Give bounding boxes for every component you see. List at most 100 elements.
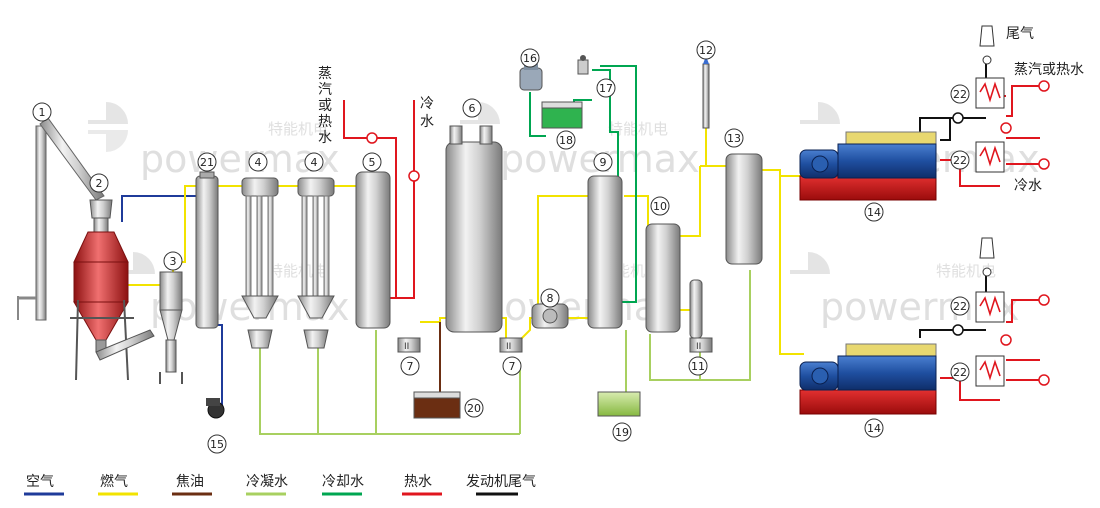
svg-text:10: 10 <box>653 200 667 213</box>
gas-blower <box>531 303 569 329</box>
vertical-label-cold-water: 冷 水 <box>420 96 434 130</box>
svg-text:II: II <box>696 342 701 352</box>
fine-filter-column <box>587 175 623 329</box>
number-bubble: 20 <box>464 398 484 418</box>
svg-text:12: 12 <box>699 44 713 57</box>
vent-stack <box>702 56 710 129</box>
spray-tower <box>195 171 219 329</box>
cooling-column <box>355 171 391 329</box>
svg-text:20: 20 <box>467 402 481 415</box>
hot-water-pipes <box>343 85 1040 401</box>
svg-text:1: 1 <box>39 106 46 119</box>
heat-exchanger-1 <box>975 77 1005 109</box>
watermark-cn: 特能机电 <box>268 120 328 138</box>
tar-tank <box>413 391 461 419</box>
svg-text:焦油: 焦油 <box>176 474 204 490</box>
gas-engine-generator-2 <box>799 343 937 415</box>
svg-text:22: 22 <box>953 366 967 379</box>
watermark-cn: 特能机电 <box>608 120 668 138</box>
number-bubble: 6 <box>462 98 482 118</box>
number-bubble: 18 <box>556 130 576 150</box>
gasifier <box>70 199 155 381</box>
legend-item-condensate: 冷凝水 <box>246 474 288 496</box>
number-bubble: 22 <box>950 296 970 316</box>
number-bubble: 8 <box>540 288 560 308</box>
pump-1: II <box>397 337 421 353</box>
svg-text:6: 6 <box>469 102 476 115</box>
svg-text:蒸: 蒸 <box>318 66 332 82</box>
number-bubble: 22 <box>950 362 970 382</box>
number-bubble: 12 <box>696 40 716 60</box>
feed-conveyor <box>17 117 105 321</box>
condenser-1 <box>241 177 279 349</box>
svg-text:II: II <box>506 342 511 352</box>
svg-text:3: 3 <box>170 255 177 268</box>
number-bubble: 11 <box>688 356 708 376</box>
number-bubble: 4 <box>304 152 324 172</box>
watermark-logo: powermax 特能机电 <box>88 102 340 181</box>
gas-buffer-tank <box>725 153 763 265</box>
number-bubble: 7 <box>400 356 420 376</box>
number-bubble: 4 <box>248 152 268 172</box>
number-bubble: 14 <box>864 418 884 438</box>
svg-text:18: 18 <box>559 134 573 147</box>
electrostatic-tar-precipitator <box>445 125 503 333</box>
svg-text:4: 4 <box>311 156 318 169</box>
number-bubble: 21 <box>197 152 217 172</box>
svg-text:发动机尾气: 发动机尾气 <box>466 474 536 490</box>
number-bubble: 1 <box>32 102 52 122</box>
svg-text:燃气: 燃气 <box>100 473 128 490</box>
vertical-label-steam: 蒸 汽 或 热 水 <box>318 66 332 146</box>
dehydrator-column <box>645 223 681 333</box>
legend-item-hot-water: 热水 <box>402 474 442 496</box>
svg-text:22: 22 <box>953 154 967 167</box>
number-bubble: 10 <box>650 196 670 216</box>
cyclone-separator <box>159 271 183 384</box>
svg-text:冷却水: 冷却水 <box>322 474 364 490</box>
number-bubble: 3 <box>163 251 183 271</box>
svg-text:16: 16 <box>523 52 537 65</box>
legend: 空气 燃气 焦油 冷凝水 冷却水 热水 发动机尾气 <box>24 473 536 496</box>
svg-text:5: 5 <box>369 156 376 169</box>
svg-text:14: 14 <box>867 422 881 435</box>
number-bubble: 22 <box>950 84 970 104</box>
svg-text:2: 2 <box>96 177 103 190</box>
pump-2: II <box>499 337 523 353</box>
number-bubble: 19 <box>612 422 632 442</box>
svg-text:空气: 空气 <box>26 474 54 490</box>
legend-item-cooling-water: 冷却水 <box>322 474 364 496</box>
cooling-tower <box>519 64 543 91</box>
svg-text:7: 7 <box>509 360 516 373</box>
label-exhaust: 尾气 <box>1006 26 1034 42</box>
exhaust-stack-1 <box>979 25 995 65</box>
label-steam-or-hot-water: 蒸汽或热水 <box>1014 62 1084 78</box>
water-valve <box>577 55 589 75</box>
number-bubble: 9 <box>593 152 613 172</box>
svg-text:水: 水 <box>318 130 332 146</box>
heat-exchanger-4 <box>975 355 1005 387</box>
number-bubble: 14 <box>864 202 884 222</box>
water-seal: II <box>689 279 713 353</box>
equipment-number-bubbles: 1 2 3 21 4 4 5 6 7 7 8 9 10 11 12 13 14 … <box>32 40 970 454</box>
legend-item-tar: 焦油 <box>172 474 212 496</box>
watermark-cn: 特能机电 <box>936 262 996 280</box>
number-bubble: 15 <box>207 434 227 454</box>
svg-text:水: 水 <box>420 114 434 130</box>
number-bubble: 13 <box>724 128 744 148</box>
number-bubble: 22 <box>950 150 970 170</box>
svg-text:冷: 冷 <box>420 96 434 112</box>
condensate-tank <box>597 391 641 417</box>
legend-item-gas: 燃气 <box>98 473 138 496</box>
heat-exchanger-3 <box>975 291 1005 323</box>
legend-item-engine-exhaust: 发动机尾气 <box>466 474 536 496</box>
label-cold-water: 冷水 <box>1014 178 1042 194</box>
svg-text:汽: 汽 <box>318 82 332 98</box>
svg-text:9: 9 <box>600 156 607 169</box>
number-bubble: 17 <box>596 78 616 98</box>
number-bubble: 2 <box>89 173 109 193</box>
svg-text:19: 19 <box>615 426 629 439</box>
svg-text:或: 或 <box>318 98 332 114</box>
condenser-2 <box>297 177 335 349</box>
svg-text:8: 8 <box>547 292 554 305</box>
